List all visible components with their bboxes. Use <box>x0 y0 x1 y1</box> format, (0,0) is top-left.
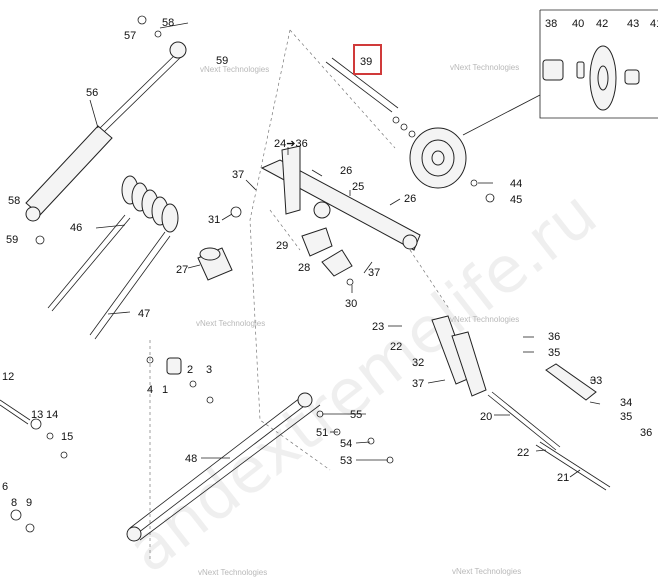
watermark: vNext Technologies <box>450 315 519 324</box>
torsion-springs <box>47 175 179 340</box>
callout-37: 37 <box>368 267 380 279</box>
watermark: vNext Technologies <box>196 319 265 328</box>
rear-arm-plates <box>431 315 597 401</box>
callout-23: 23 <box>372 321 384 333</box>
assembly-guides <box>149 29 451 560</box>
callout-58: 58 <box>162 17 174 29</box>
callout-59: 59 <box>6 234 18 246</box>
stopper-brackets <box>301 227 353 277</box>
callout-24-36: 24➔36 <box>274 138 308 150</box>
callout-37: 37 <box>232 169 244 181</box>
callout-43: 43 <box>627 18 639 30</box>
callout-58: 58 <box>8 195 20 207</box>
callout-46: 46 <box>70 222 82 234</box>
callout-4: 4 <box>147 384 153 396</box>
watermark: vNext Technologies <box>450 63 519 72</box>
callout-37: 37 <box>412 378 424 390</box>
callout-48: 48 <box>185 453 197 465</box>
detail-inset-parts <box>542 45 640 111</box>
callout-47: 47 <box>138 308 150 320</box>
callout-32: 32 <box>412 357 424 369</box>
callout-57: 57 <box>124 30 136 42</box>
callout-31: 31 <box>208 214 220 226</box>
idler-wheel <box>409 127 467 189</box>
watermark: vNext Technologies <box>452 567 521 576</box>
spacer-tube <box>197 247 233 281</box>
callout-36: 36 <box>548 331 560 343</box>
leader-lines <box>89 22 601 478</box>
callout-12: 12 <box>2 371 14 383</box>
hardware <box>0 179 495 533</box>
watermarks: vNext Technologies vNext Technologies vN… <box>196 63 521 577</box>
callout-51: 51 <box>316 427 328 439</box>
callout-34: 34 <box>620 397 632 409</box>
callout-35: 35 <box>548 347 560 359</box>
callout-55: 55 <box>350 409 362 421</box>
callout-35: 35 <box>620 411 632 423</box>
detail-inset-frame <box>539 9 658 119</box>
callout-1: 1 <box>162 384 168 396</box>
callout-26: 26 <box>340 165 352 177</box>
callout-41: 41 <box>650 18 658 30</box>
callout-9: 9 <box>26 497 32 509</box>
callout-15: 15 <box>61 431 73 443</box>
callout-36: 36 <box>640 427 652 439</box>
axle-shaft <box>325 57 416 138</box>
background-watermark: andextremelife.ru <box>114 177 611 577</box>
shock-absorber <box>25 15 187 245</box>
callout-6: 6 <box>2 481 8 493</box>
watermark: vNext Technologies <box>198 568 267 577</box>
callout-30: 30 <box>345 298 357 310</box>
long-rods <box>487 391 611 491</box>
callout-40: 40 <box>572 18 584 30</box>
callout-56: 56 <box>86 87 98 99</box>
callout-21: 21 <box>557 472 569 484</box>
callout-20: 20 <box>480 411 492 423</box>
callout-45: 45 <box>510 194 522 206</box>
callout-33: 33 <box>590 375 602 387</box>
callout-14: 14 <box>46 409 58 421</box>
callout-8: 8 <box>11 497 17 509</box>
front-arm <box>126 392 321 542</box>
watermark: vNext Technologies <box>200 65 269 74</box>
callout-2: 2 <box>187 364 193 376</box>
callout-44: 44 <box>510 178 522 190</box>
callout-28: 28 <box>298 262 310 274</box>
callout-29: 29 <box>276 240 288 252</box>
callout-59: 59 <box>216 55 228 67</box>
callout-26: 26 <box>404 193 416 205</box>
callout-22: 22 <box>517 447 529 459</box>
callout-25: 25 <box>352 181 364 193</box>
callout-54: 54 <box>340 438 352 450</box>
callout-53: 53 <box>340 455 352 467</box>
swing-arm <box>260 145 421 251</box>
callout-3: 3 <box>206 364 212 376</box>
callout-27: 27 <box>176 264 188 276</box>
callout-38: 38 <box>545 18 557 30</box>
detail-arrow <box>462 94 541 136</box>
callout-39: 39 <box>360 56 372 68</box>
callout-22: 22 <box>390 341 402 353</box>
callout-labels: 58 57 59 56 58 59 46 27 47 24➔36 26 37 2… <box>2 17 658 509</box>
callout-42: 42 <box>596 18 608 30</box>
highlight-box <box>353 44 382 75</box>
callout-13: 13 <box>31 409 43 421</box>
